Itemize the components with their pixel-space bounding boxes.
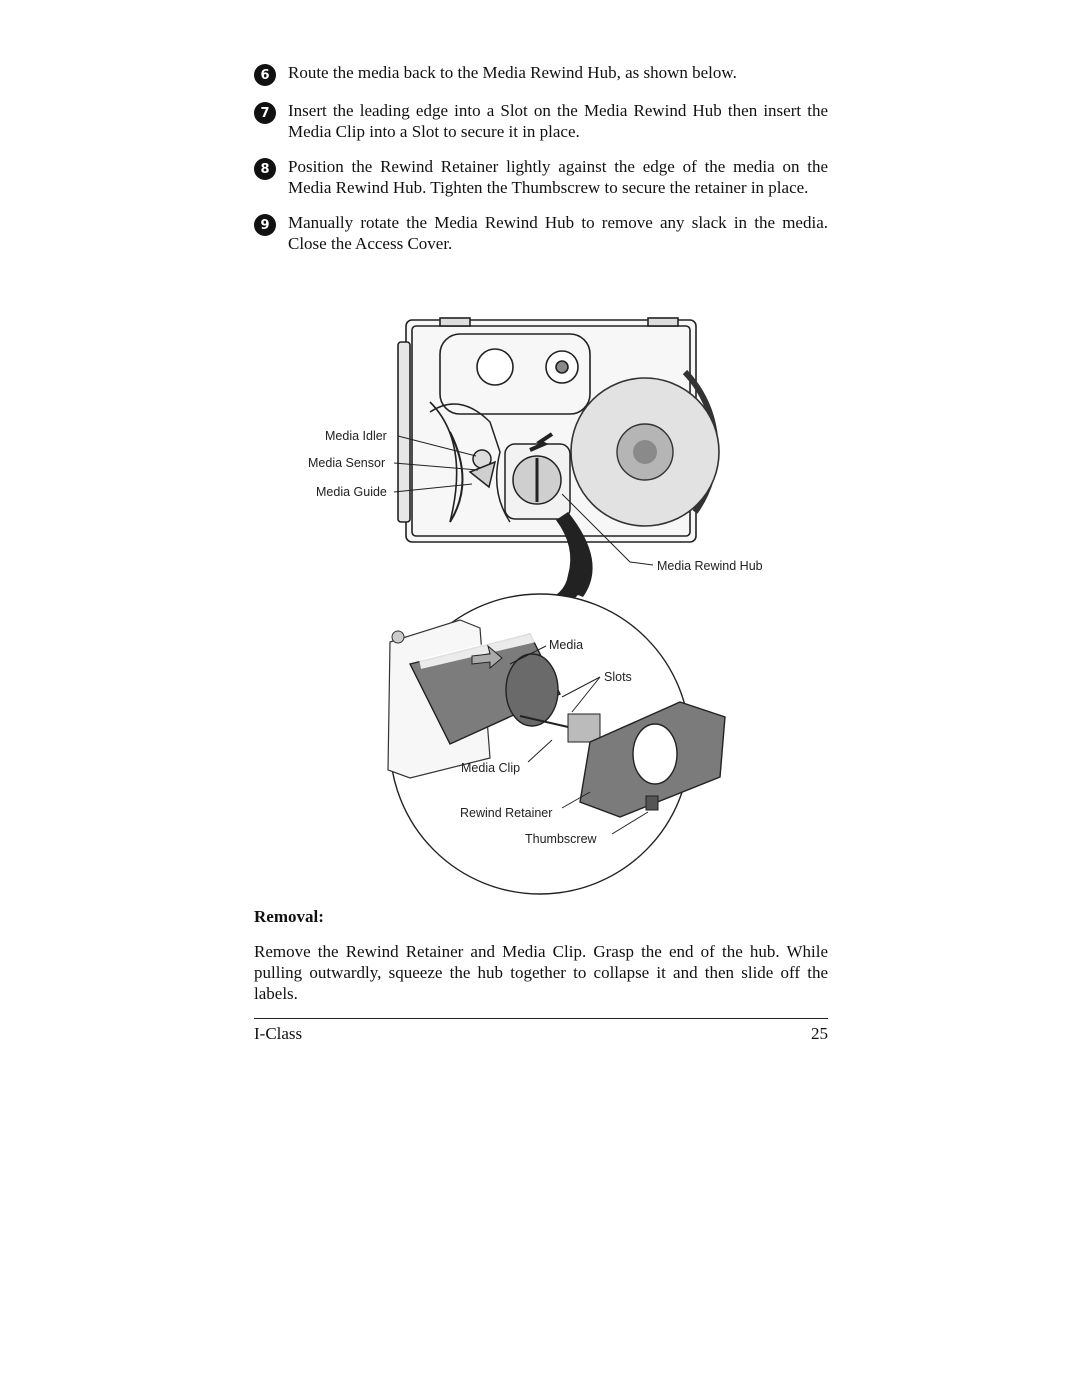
diagram-svg: Media Idler Media Sensor Media Guide Med… [308,317,763,895]
leader-lines [393,435,654,566]
media-roll [570,369,720,527]
step-item: 9 Manually rotate the Media Rewind Hub t… [254,212,828,254]
label-media-guide: Media Guide [316,485,387,499]
step-item: 8 Position the Rewind Retainer lightly a… [254,156,828,198]
step-number-badge: 8 [254,158,276,180]
step-item: 6 Route the media back to the Media Rewi… [254,62,828,86]
detail-leader-lines [509,645,649,835]
step-text: Route the media back to the Media Rewind… [288,63,737,82]
step-text: Manually rotate the Media Rewind Hub to … [288,213,828,253]
page-number: 25 [811,1024,828,1043]
curved-arrow-icon [540,512,593,615]
media-path-parts [429,403,511,523]
page-footer: I-Class 25 [254,1018,828,1044]
label-slots: Slots [604,670,632,684]
step-item: 7 Insert the leading edge into a Slot on… [254,100,828,142]
label-thumbscrew: Thumbscrew [525,832,598,846]
step-number-badge: 7 [254,102,276,124]
removal-heading: Removal: [254,907,324,926]
removal-section: Removal: Remove the Rewind Retainer and … [254,907,828,1004]
step-text: Position the Rewind Retainer lightly aga… [288,157,828,197]
footer-product-name: I-Class [254,1024,303,1043]
label-media-sensor: Media Sensor [308,456,385,470]
hub-detail [387,619,601,779]
step-list: 6 Route the media back to the Media Rewi… [254,62,828,268]
label-media: Media [549,638,583,652]
rewind-retainer-detail [579,701,726,818]
label-media-rewind-hub: Media Rewind Hub [657,559,763,573]
label-media-clip: Media Clip [461,761,520,775]
step-text: Insert the leading edge into a Slot on t… [288,101,828,141]
step-number-badge: 9 [254,214,276,236]
printer-rewind-diagram: Media Idler Media Sensor Media Guide Med… [300,312,820,897]
label-media-idler: Media Idler [325,429,387,443]
media-rewind-hub [504,432,571,520]
label-rewind-retainer: Rewind Retainer [460,806,552,820]
removal-body: Remove the Rewind Retainer and Media Cli… [254,942,828,1003]
step-number-badge: 6 [254,64,276,86]
